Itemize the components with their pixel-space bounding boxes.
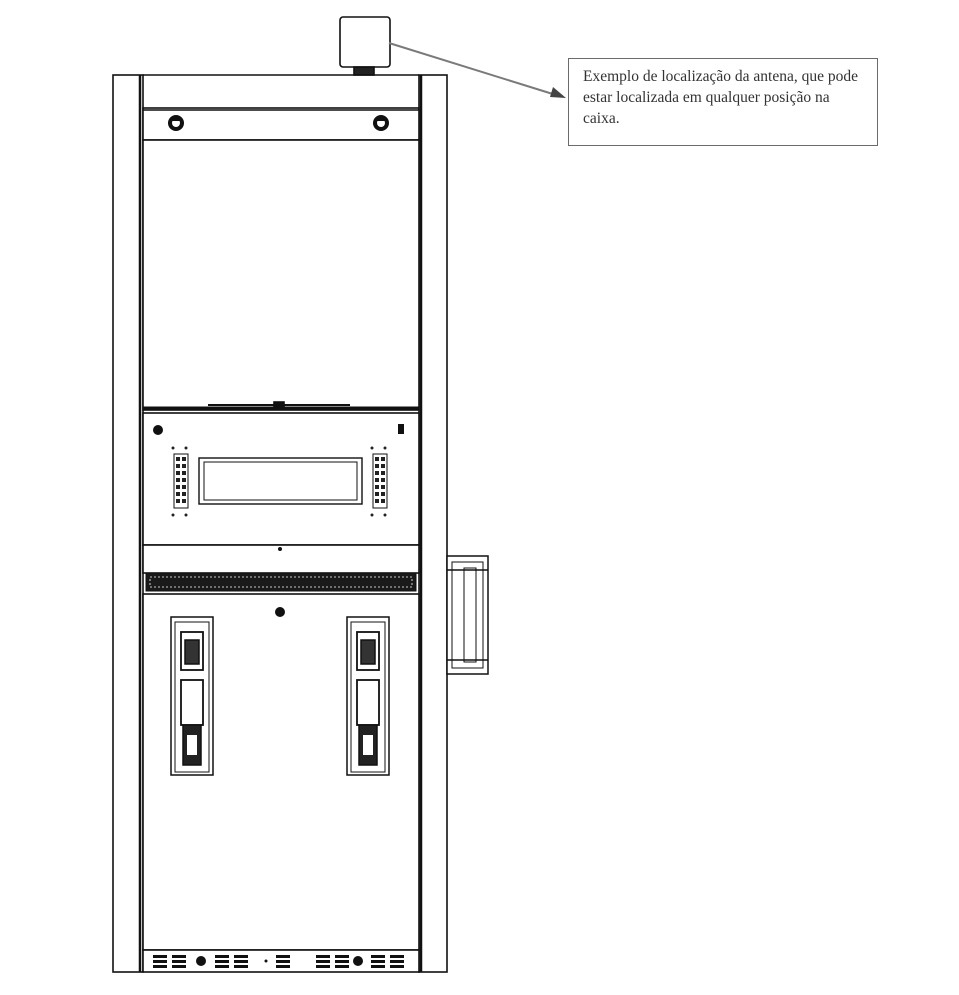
lock-icon bbox=[373, 115, 389, 131]
keypad-left bbox=[171, 446, 189, 517]
lock-icon bbox=[168, 115, 184, 131]
upper-panel bbox=[142, 139, 420, 411]
cabinet-frame bbox=[112, 74, 448, 973]
nozzle-holster-icon bbox=[346, 616, 390, 776]
display-panel bbox=[142, 412, 420, 546]
band-screw bbox=[278, 547, 282, 551]
top-header bbox=[142, 107, 420, 141]
door-lock bbox=[275, 607, 285, 617]
side-handle bbox=[446, 555, 489, 675]
callout-text: Exemplo de localização da antena, que po… bbox=[583, 68, 858, 127]
keypad-right bbox=[370, 446, 388, 517]
pointer-line bbox=[388, 42, 557, 96]
base-vents bbox=[153, 955, 404, 968]
panel-key bbox=[398, 424, 404, 434]
vent-grille-icon bbox=[145, 572, 417, 592]
panel-screw bbox=[153, 425, 163, 435]
antenna-icon bbox=[339, 16, 391, 76]
nozzle-holster-icon bbox=[170, 616, 214, 776]
antenna-callout: Exemplo de localização da antena, que po… bbox=[568, 58, 878, 146]
pointer-arrowhead bbox=[550, 87, 566, 98]
